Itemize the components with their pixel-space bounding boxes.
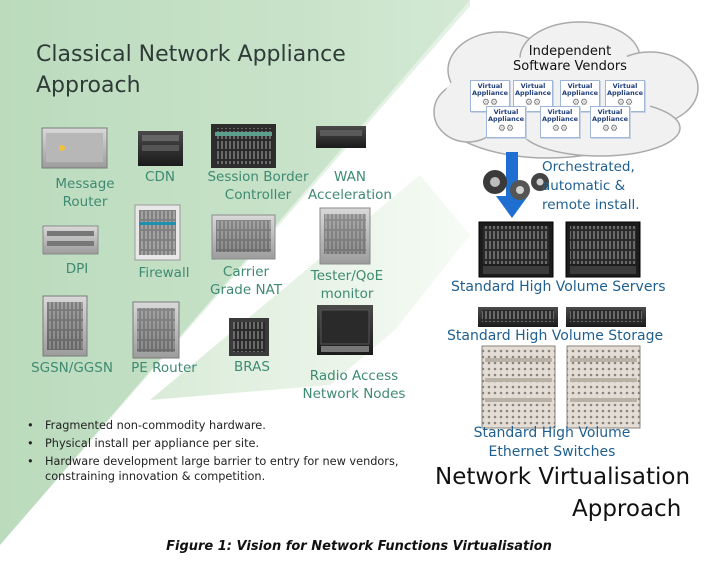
appliance-image-bras: [229, 318, 269, 356]
server-rack-1: [478, 221, 554, 278]
appliance-image-cgnat: [211, 214, 276, 260]
virtual-appliance-label: Virtual: [520, 82, 546, 90]
virtual-appliance-label: Virtual: [493, 108, 519, 116]
label-pe-router: PE Router: [131, 360, 197, 376]
appliance-image-sgsn: [42, 295, 88, 357]
appliance-image-cdn: [138, 131, 183, 166]
virtual-appliance-label: Appliance: [591, 115, 629, 123]
gear-icon: ⚙⚙: [616, 97, 634, 107]
figure-caption: Figure 1: Vision for Network Functions V…: [166, 539, 552, 554]
classical-title-line1: Classical Network Appliance: [36, 42, 346, 67]
classical-title-line2: Approach: [36, 73, 141, 98]
virtual-appliance-label: Appliance: [514, 89, 552, 97]
appliance-image-dpi: [42, 225, 99, 255]
switch-chassis-2: [566, 345, 641, 429]
servers-label: Standard High Volume Servers: [451, 279, 666, 295]
storage-label: Standard High Volume Storage: [447, 328, 664, 344]
orchestration-label: Orchestrated, automatic & remote install…: [542, 159, 640, 213]
appliance-image-pe-router: [132, 301, 180, 359]
virtual-appliance-label: Appliance: [487, 115, 525, 123]
virtual-appliance-label: Virtual: [612, 82, 638, 90]
virtual-appliance-label: Appliance: [606, 89, 644, 97]
storage-unit-1: [478, 307, 558, 327]
virtual-appliance-label: Appliance: [541, 115, 579, 123]
server-rack-2: [565, 221, 641, 278]
gear-icon: ⚙⚙: [571, 97, 589, 107]
classical-title: Classical Network Appliance Approach: [36, 39, 366, 101]
gear-icon: ⚙⚙: [524, 97, 542, 107]
gear-icons: [483, 170, 549, 200]
label-sgsn: SGSN/GGSN: [31, 360, 113, 376]
nfv-title-line2: Approach: [572, 496, 682, 522]
gear-icon: ⚙⚙: [481, 97, 499, 107]
classical-bullets: •Fragmented non-commodity hardware. •Phy…: [27, 418, 407, 487]
storage-unit-2: [566, 307, 646, 327]
isv-label: Independent Software Vendors: [513, 44, 627, 74]
virtual-appliance-label: Virtual: [547, 108, 573, 116]
gear-icon: ⚙⚙: [497, 123, 515, 133]
appliance-image-message-router: [41, 127, 108, 169]
label-bras: BRAS: [234, 359, 270, 375]
appliance-image-firewall: [134, 204, 181, 261]
bullet-item: •Hardware development large barrier to e…: [27, 455, 399, 483]
nfv-title-line1: Network Virtualisation: [435, 464, 691, 490]
virtual-appliance-label: Appliance: [561, 89, 599, 97]
virtual-appliance-label: Appliance: [471, 89, 509, 97]
bullet-item: •Fragmented non-commodity hardware.: [27, 419, 266, 432]
appliance-image-tester: [319, 207, 371, 265]
switch-chassis-1: [481, 345, 556, 429]
appliance-image-sbc: [211, 124, 276, 168]
gear-icon: ⚙⚙: [551, 123, 569, 133]
virtual-appliance-label: Virtual: [597, 108, 623, 116]
virtual-appliance-label: Virtual: [477, 82, 503, 90]
bullet-item: •Physical install per appliance per site…: [27, 437, 260, 450]
switches-label: Standard High Volume Ethernet Switches: [473, 425, 631, 460]
appliance-image-wan: [316, 126, 366, 148]
label-cdn: CDN: [145, 169, 175, 185]
label-firewall: Firewall: [138, 265, 190, 281]
gear-icon: ⚙⚙: [601, 123, 619, 133]
label-dpi: DPI: [65, 261, 89, 277]
appliance-image-ran: [317, 305, 373, 355]
virtual-appliance-label: Virtual: [567, 82, 593, 90]
